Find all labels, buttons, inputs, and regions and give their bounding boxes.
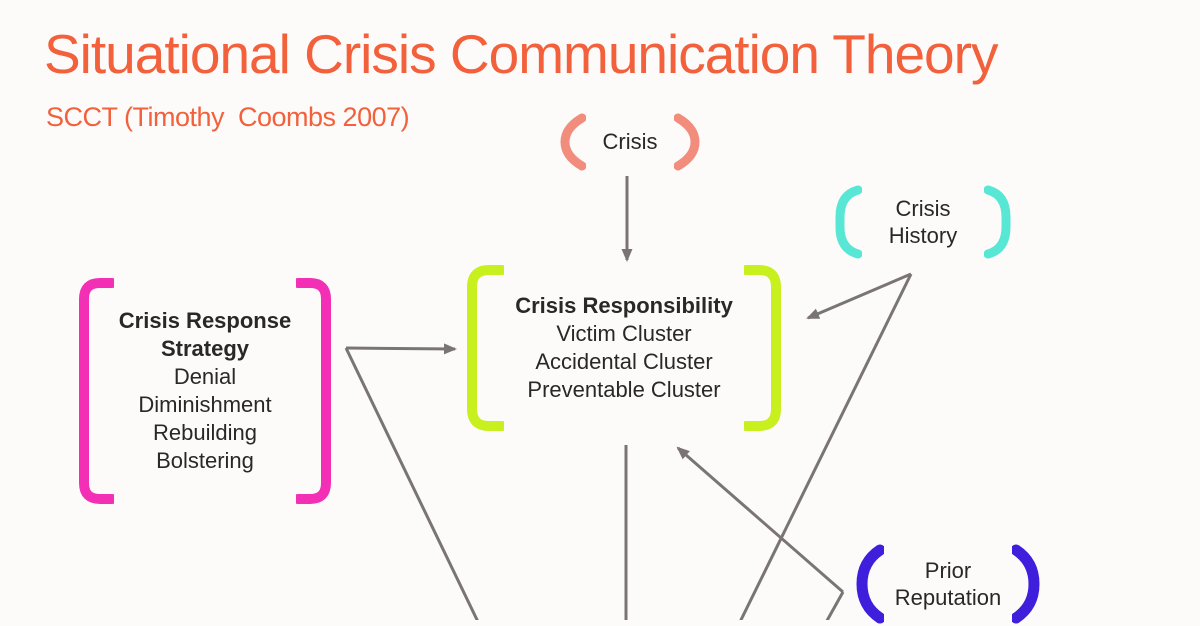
page-subtitle: SCCT (Timothy Coombs 2007) (46, 102, 410, 132)
edge-strategy-to-responsibility (345, 343, 457, 355)
right-square-bracket-icon (744, 265, 781, 431)
left-paren-bracket-icon (856, 544, 884, 624)
label-line: Reputation (894, 585, 1002, 610)
node-crisis-history: Crisis History (834, 184, 1012, 260)
right-square-bracket-icon (296, 278, 331, 504)
node-crisis-response-strategy-label: Crisis Response Strategy Denial Diminish… (114, 307, 296, 475)
strategy-item: Denial (173, 364, 237, 389)
node-crisis: Crisis (560, 111, 700, 173)
cluster-item: Preventable Cluster (527, 377, 721, 402)
right-paren-bracket-icon (984, 185, 1011, 259)
edge-reputation-to-responsibility (676, 446, 844, 594)
cluster-item: Accidental Cluster (535, 349, 713, 374)
right-paren-bracket-icon (1012, 544, 1040, 624)
cluster-item: Victim Cluster (556, 321, 692, 346)
strategy-item: Diminishment (138, 392, 272, 417)
left-paren-bracket-icon (835, 185, 862, 259)
edge-history-to-responsibility (806, 272, 912, 320)
right-paren-bracket-icon (674, 113, 700, 171)
node-crisis-label: Crisis (586, 128, 674, 156)
label-title-line: Strategy (160, 336, 250, 361)
left-paren-bracket-icon (560, 113, 586, 171)
label-line: Crisis (895, 196, 951, 221)
label-title-line: Crisis Responsibility (515, 293, 733, 318)
node-crisis-history-label: Crisis History (862, 195, 984, 249)
node-crisis-response-strategy: Crisis Response Strategy Denial Diminish… (78, 277, 332, 505)
label-line: Crisis (602, 129, 658, 154)
node-crisis-responsibility-label: Crisis Responsibility Victim Cluster Acc… (504, 292, 744, 404)
left-square-bracket-icon (467, 265, 504, 431)
node-crisis-responsibility: Crisis Responsibility Victim Cluster Acc… (466, 264, 782, 432)
edge-reputation-to-bottom (825, 591, 845, 620)
label-line: History (888, 223, 958, 248)
left-square-bracket-icon (79, 278, 114, 504)
page-title: Situational Crisis Communication Theory (44, 23, 998, 85)
edge-history-to-bottom (739, 273, 913, 620)
label-line: Prior (924, 558, 972, 583)
strategy-item: Rebuilding (153, 420, 257, 445)
edge-strategy-to-bottom (344, 347, 479, 620)
node-prior-reputation: Prior Reputation (856, 542, 1040, 626)
strategy-item: Bolstering (156, 448, 254, 473)
node-prior-reputation-label: Prior Reputation (884, 557, 1012, 611)
label-title-line: Crisis Response (118, 308, 292, 333)
